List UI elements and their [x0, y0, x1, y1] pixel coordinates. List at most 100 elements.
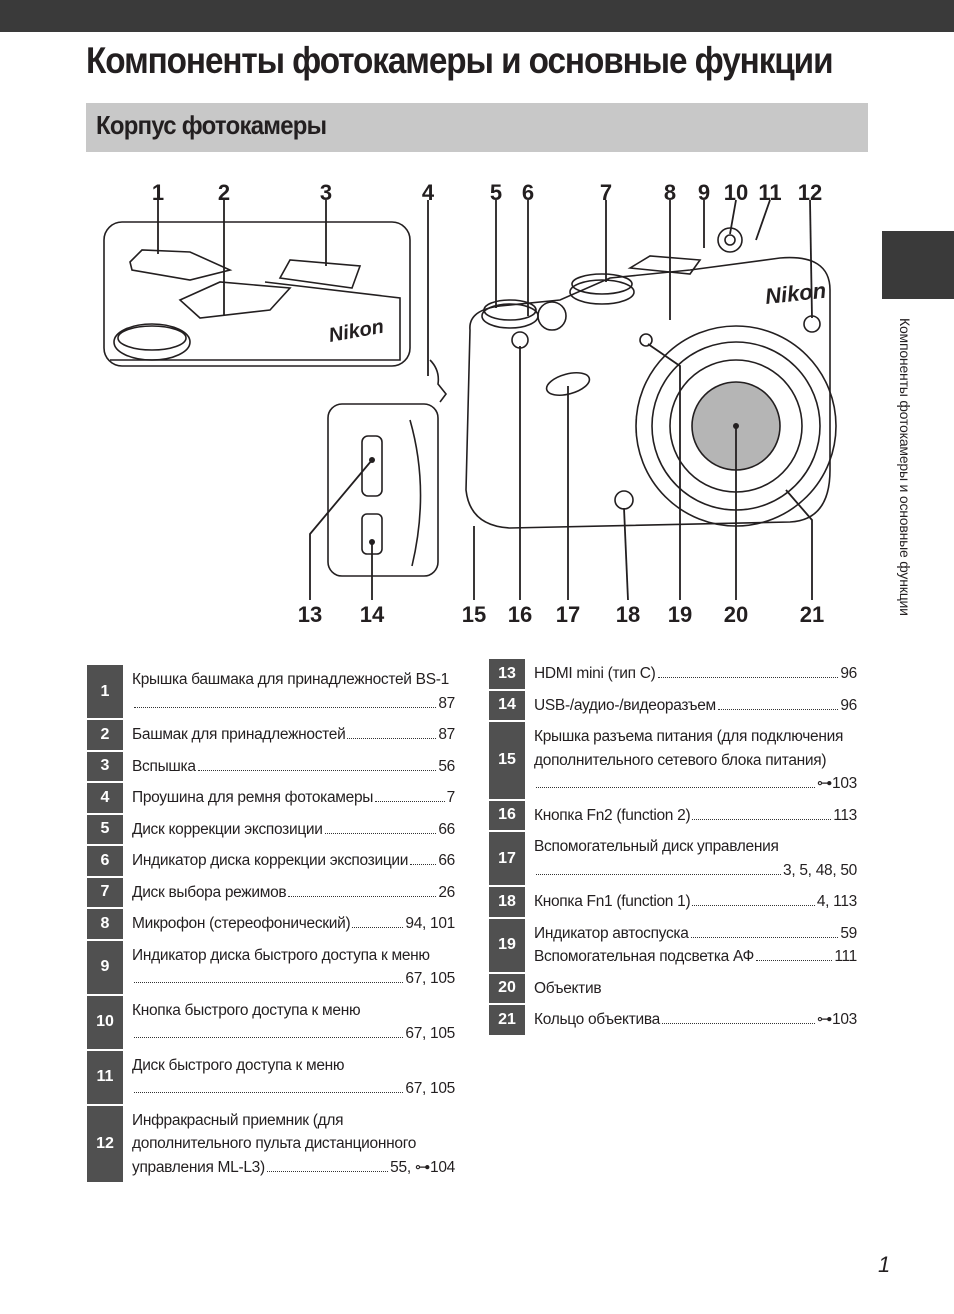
legend-text: Крышка башмака для принадлежностей BS-1 — [132, 671, 449, 688]
leader-dots — [410, 864, 437, 865]
legend-line: Микрофон (стереофонический)94, 101 — [132, 912, 455, 936]
legend-text: Вспышка — [132, 757, 196, 775]
af-assist-lamp — [639, 333, 653, 347]
leader-dots — [692, 818, 832, 820]
callout-11: 11 — [758, 180, 781, 205]
page-reference: 67, 105 — [405, 970, 455, 987]
page-reference: 59 — [840, 924, 857, 942]
legend-number: 20 — [489, 973, 525, 1003]
leader-dots — [536, 787, 815, 788]
callout-2: 2 — [218, 180, 230, 205]
inset-dial — [113, 323, 191, 361]
legend-description: Вспышка 56 — [123, 752, 455, 782]
callout-14: 14 — [360, 602, 385, 627]
leader-dots — [134, 1092, 404, 1093]
legend-description: Кнопка быстрого доступа к меню 67, 105 — [123, 996, 455, 1049]
legend-description: Крышка разъема питания (для подключения д… — [525, 722, 857, 799]
legend-row: 20 Объектив — [489, 973, 857, 1003]
legend-text: Диск выбора режимов — [132, 883, 287, 901]
legend-line: управления ML-L3)55, ⊶104 — [132, 1156, 455, 1180]
section-header: Корпус фотокамеры — [86, 103, 868, 152]
leader-dots — [288, 895, 437, 897]
page-reference: 113 — [833, 806, 857, 824]
legend-line: Инфракрасный приемник (для — [132, 1109, 455, 1133]
page-reference: 67, 105 — [405, 1080, 455, 1097]
legend-description: Кольцо объектива⊶103 — [525, 1005, 857, 1035]
legend-line: Диск коррекции экспозиции 66 — [132, 818, 455, 842]
section-title: Корпус фотокамеры — [96, 110, 327, 140]
page-reference: 67, 105 — [405, 1025, 455, 1042]
legend-text: Индикатор автоспуска — [534, 924, 689, 942]
legend-line: Кнопка быстрого доступа к меню — [132, 999, 455, 1023]
callout-15: 15 — [462, 602, 486, 627]
legend-text: Кольцо объектива — [534, 1011, 660, 1028]
legend-text: Башмак для принадлежностей — [132, 726, 346, 743]
legend-line: Кнопка Fn1 (function 1)4, 113 — [534, 890, 857, 914]
legend-line: Крышка разъема питания (для подключения — [534, 725, 857, 749]
legend-description: Кнопка Fn1 (function 1)4, 113 — [525, 887, 857, 917]
side-view-inset — [327, 403, 439, 577]
legend-text: Проушина для ремня фотокамеры — [132, 789, 374, 806]
legend-text: Диск коррекции экспозиции — [132, 820, 323, 838]
top-view-inset — [103, 221, 411, 367]
legend-line: 3, 5, 48, 50 — [534, 859, 857, 883]
chapter-side-label: Компоненты фотокамеры и основные функции — [897, 318, 913, 616]
page-reference: ⊶103 — [816, 775, 857, 792]
legend-description: Диск коррекции экспозиции 66 — [123, 815, 455, 845]
legend-number: 1 — [87, 665, 123, 718]
legend-description: Диск быстрого доступа к меню 67, 105 — [123, 1051, 455, 1104]
leader-dots — [717, 708, 839, 710]
page-reference: 66 — [438, 820, 455, 838]
legend-text: Инфракрасный приемник (для — [132, 1111, 344, 1129]
legend-text: дополнительного сетевого блока питания) — [534, 751, 827, 769]
leader-dots — [692, 905, 815, 906]
legend-text: Диск быстрого доступа к меню — [132, 1056, 345, 1074]
legend-number: 13 — [489, 659, 525, 689]
page-reference: 96 — [840, 696, 857, 714]
legend-number: 2 — [87, 720, 123, 750]
legend-text: Кнопка быстрого доступа к меню — [132, 1001, 361, 1019]
page-reference: 94, 101 — [405, 915, 455, 932]
legend-line: Индикатор автоспуска 59 — [534, 922, 857, 946]
legend-number: 5 — [87, 814, 123, 844]
leader-dots — [134, 1037, 404, 1038]
page-reference: 111 — [834, 948, 857, 965]
legend-number: 10 — [87, 995, 123, 1049]
legend-number: 16 — [489, 800, 525, 830]
legend-line: 87 — [132, 692, 455, 716]
callout-8: 8 — [664, 180, 676, 205]
legend-number: 8 — [87, 909, 123, 939]
leader-dots — [197, 769, 437, 771]
legend-line: дополнительного пульта дистанционного — [132, 1132, 455, 1156]
legend-description: Крышка башмака для принадлежностей BS-1 8… — [123, 665, 455, 718]
legend-text: Кнопка Fn2 (function 2) — [534, 806, 691, 824]
callout-7: 7 — [600, 180, 612, 205]
page-reference: 56 — [438, 757, 455, 775]
legend-text: Объектив — [534, 979, 602, 997]
leader-dots — [324, 832, 437, 834]
legend-description: HDMI mini (тип C)96 — [525, 659, 857, 689]
legend-text: Индикатор диска коррекции экспозиции — [132, 852, 409, 869]
legend-number: 18 — [489, 887, 525, 917]
strap-eyelet — [429, 359, 448, 403]
legend-text: Вспомогательная подсветка АФ — [534, 948, 754, 965]
page-title: Компоненты фотокамеры и основные функции — [86, 40, 834, 81]
callout-6: 6 — [522, 180, 534, 205]
callout-20: 20 — [724, 602, 748, 627]
legend-text: HDMI mini (тип C) — [534, 665, 656, 682]
legend-text: дополнительного пульта дистанционного — [132, 1135, 417, 1152]
page-reference: 55, ⊶104 — [390, 1158, 455, 1176]
legend-line: Кольцо объектива⊶103 — [534, 1008, 857, 1032]
